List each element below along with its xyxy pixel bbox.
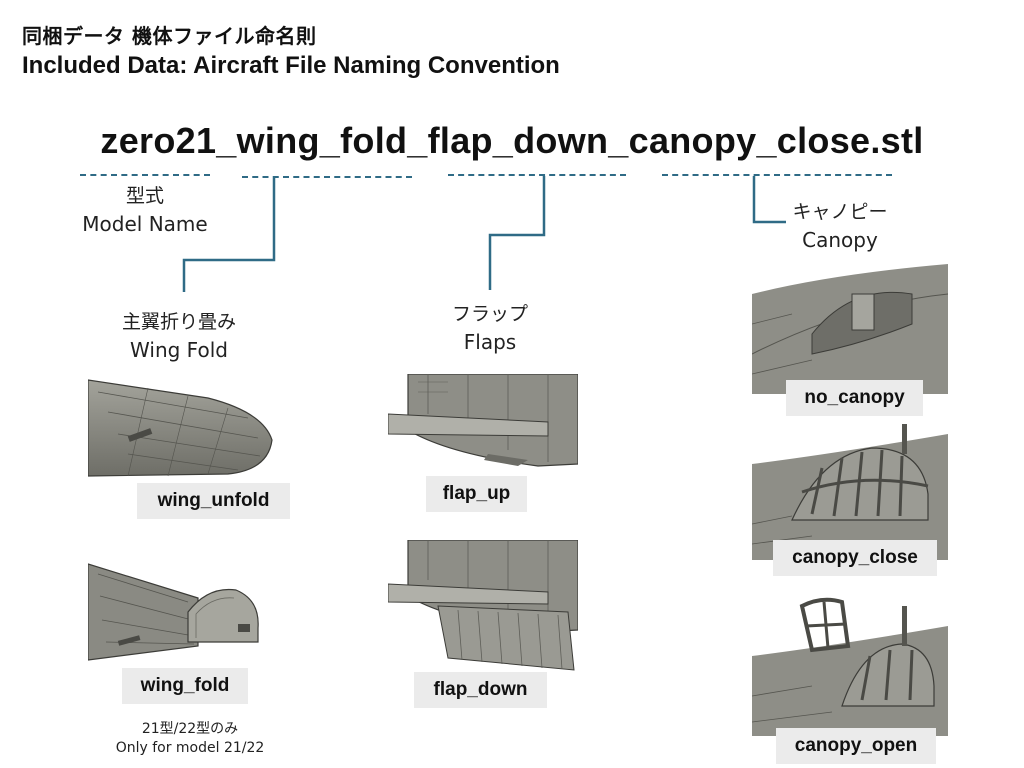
- wing-fold-tag: wing_fold: [122, 668, 248, 704]
- wing-fold-jp: 主翼折り畳み: [121, 311, 236, 333]
- model-underline: [80, 174, 210, 176]
- wing-underline: [242, 176, 412, 178]
- canopy-underline: [662, 174, 892, 176]
- wing-unfold-image: [88, 378, 274, 478]
- model-name-jp: 型式: [125, 185, 164, 207]
- canopy-en: Canopy: [802, 228, 878, 252]
- flap-up-tag: flap_up: [426, 476, 527, 512]
- canopy-close-tag: canopy_close: [773, 540, 937, 576]
- canopy-open-tag: canopy_open: [776, 728, 936, 764]
- model-note-jp: 21型/22型のみ: [141, 721, 239, 737]
- flaps-jp: フラップ: [451, 303, 528, 325]
- title-english: Included Data: Aircraft File Naming Conv…: [22, 52, 560, 79]
- no-canopy-image: [752, 264, 948, 394]
- wing-fold-image: [88, 562, 274, 662]
- model-note-en: Only for model 21/22: [115, 740, 265, 756]
- no-canopy-tag: no_canopy: [786, 380, 923, 416]
- model-note: 21型/22型のみ Only for model 21/22: [90, 720, 290, 758]
- example-filename: zero21_wing_fold_flap_down_canopy_close.…: [100, 120, 924, 161]
- flap-down-image: [388, 540, 578, 674]
- flap-underline: [448, 174, 626, 176]
- wing-fold-en: Wing Fold: [130, 338, 228, 362]
- wing-fold-label: 主翼折り畳み Wing Fold: [94, 308, 264, 364]
- wing-unfold-tag: wing_unfold: [137, 483, 290, 519]
- title-japanese: 同梱データ 機体ファイル命名則: [22, 24, 317, 48]
- flap-down-tag: flap_down: [414, 672, 547, 708]
- model-name-label: 型式 Model Name: [60, 182, 230, 238]
- model-name-en: Model Name: [82, 212, 208, 236]
- flaps-label: フラップ Flaps: [420, 300, 560, 356]
- canopy-jp: キャノピー: [792, 201, 888, 223]
- canopy-open-image: [752, 596, 948, 736]
- flaps-en: Flaps: [463, 330, 517, 354]
- canopy-label: キャノピー Canopy: [770, 198, 910, 254]
- canopy-close-image: [752, 424, 948, 560]
- flap-up-image: [388, 374, 578, 468]
